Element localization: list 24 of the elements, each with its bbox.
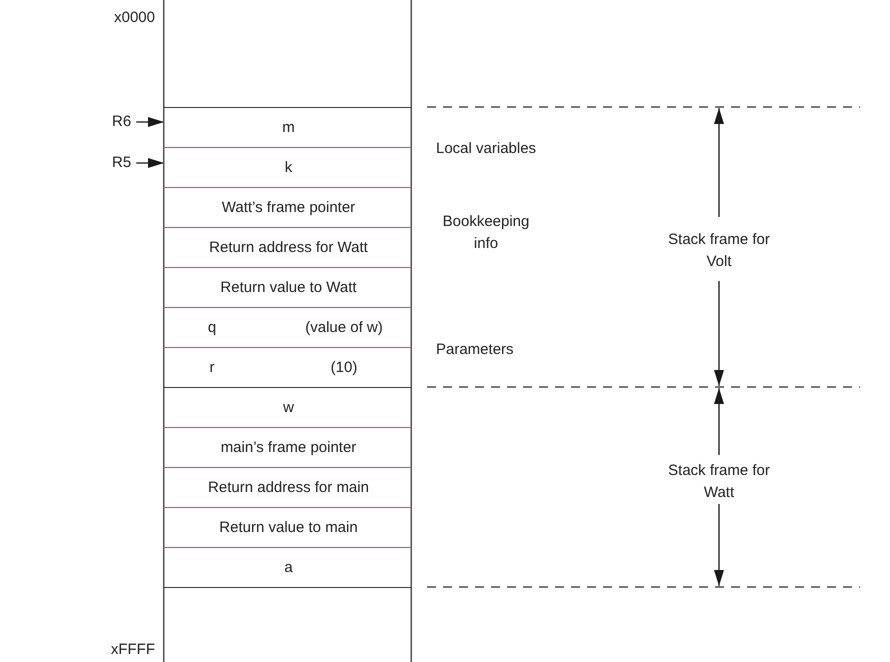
region-label: Bookkeeping info bbox=[442, 212, 530, 254]
pointer-arrow bbox=[136, 158, 164, 168]
cell-text: r bbox=[208, 358, 216, 378]
stack-cell bbox=[163, 547, 412, 588]
pointer-arrow bbox=[136, 117, 164, 127]
address-label: x0000 bbox=[113, 9, 155, 27]
cell-text: Return value to Watt bbox=[219, 278, 358, 298]
cell-text: Return value to main bbox=[218, 518, 359, 538]
cell-text: k bbox=[284, 158, 294, 178]
register-label: R5 bbox=[112, 154, 132, 172]
cell-text: (10) bbox=[330, 358, 358, 378]
cell-text: Return address for main bbox=[207, 478, 370, 498]
register-label: R6 bbox=[112, 113, 132, 131]
cell-text: w bbox=[282, 398, 295, 418]
region-label: Parameters bbox=[436, 341, 515, 359]
cell-text: Return address for Watt bbox=[208, 238, 369, 258]
address-label: xFFFF bbox=[110, 641, 155, 659]
cell-text: main’s frame pointer bbox=[220, 438, 358, 458]
region-label: Local variables bbox=[436, 140, 538, 158]
cell-text: m bbox=[281, 118, 296, 138]
cell-text: (value of w) bbox=[304, 318, 384, 338]
cell-text: q bbox=[206, 318, 218, 338]
cell-text: a bbox=[283, 558, 294, 578]
cell-text: Watt’s frame pointer bbox=[220, 198, 356, 218]
